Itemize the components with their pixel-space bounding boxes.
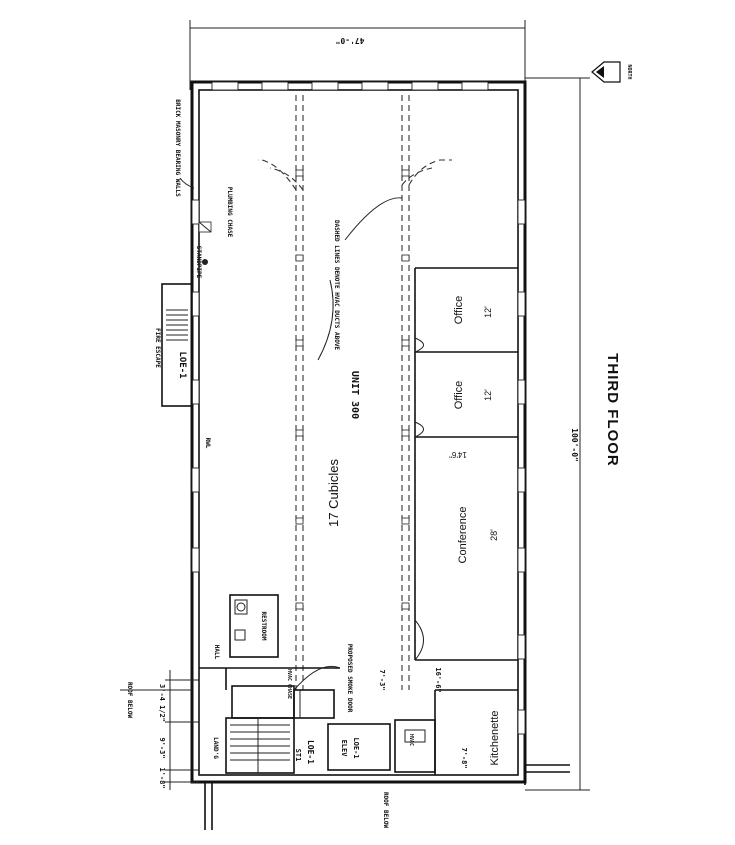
rwl-label: RWL <box>204 438 211 449</box>
hvac-ducts <box>258 95 452 690</box>
overall-length-label: 100'-0" <box>570 428 579 462</box>
kitchenette-dimension: 7'-8" <box>460 747 468 768</box>
unit-label: UNIT 300 <box>349 371 360 419</box>
outer-wall <box>190 80 527 784</box>
inner-wall <box>198 89 519 776</box>
office-1-label: Office <box>453 296 465 325</box>
stair-label: ST1 <box>294 749 302 762</box>
restroom: RESTROOM <box>229 594 279 658</box>
smoke-door-note: PROPOSED SMOKE DOOR <box>346 644 353 713</box>
dim-9-3: 9'-3" <box>158 737 166 758</box>
stair-code: LOE-1 <box>306 740 315 764</box>
right-windows <box>517 199 526 735</box>
floor-title: THIRD FLOOR <box>604 353 621 467</box>
standpipe-note: STANDPIPE <box>195 246 202 279</box>
hvac-chase-label: HVAC CHASE <box>286 669 292 699</box>
cubicles-label: 17 Cubicles <box>326 459 341 527</box>
ducts-note: DASHED LINES DENOTE HVAC DUCTS ABOVE <box>333 220 340 350</box>
conference-label: Conference <box>457 507 469 564</box>
restroom-label: RESTROOM <box>260 612 267 641</box>
dim-7-3: 7'-3" <box>378 669 386 690</box>
dim-3-4: 3'-4 1/2" <box>158 684 166 722</box>
corridor-dimension: 14'6" <box>449 450 467 459</box>
fire-escape-code: LOE-1 <box>177 351 187 378</box>
elevator-label: ELEV <box>340 740 348 758</box>
fire-escape: FIRE ESCAPE LOE-1 <box>154 283 193 407</box>
kitchenette-label: Kitchenette <box>489 710 501 765</box>
overall-width-dimension: 47'-0" <box>189 20 526 90</box>
stair: ST1 LOE-1 <box>225 717 315 774</box>
elevator-code: LOE-1 <box>352 737 360 758</box>
core-walls <box>199 665 436 773</box>
north-arrow-icon: NORTH <box>591 61 632 83</box>
exterior-roof-lines <box>120 689 570 830</box>
office-2-dimension: 12' <box>483 389 493 401</box>
hall-label: HALL <box>213 645 220 660</box>
kitchenette: Kitchenette 7'-8" <box>434 689 518 775</box>
roof-below-note-1: ROOF BELOW <box>126 682 133 719</box>
landing-label: LAND'G <box>212 737 219 759</box>
office-2-label: Office <box>453 381 465 410</box>
conference-dimension: 28' <box>489 529 499 541</box>
fire-escape-label: FIRE ESCAPE <box>154 328 161 368</box>
office-partitions <box>414 267 518 661</box>
plumbing-chase: PLUMBING CHASE <box>198 187 233 238</box>
brick-walls-note: BRICK MASONRY BEARING WALLS <box>174 99 181 197</box>
hvac-chase-2-label: HVAC <box>408 734 414 746</box>
dim-1-8: 1'-8" <box>158 767 166 788</box>
top-windows <box>211 81 489 91</box>
overall-length-dimension: 100'-0" <box>525 77 590 791</box>
north-label: NORTH <box>626 64 632 79</box>
overall-width-label: 47'-0" <box>336 36 365 45</box>
plumbing-chase-note: PLUMBING CHASE <box>226 187 233 238</box>
roof-below-note-2: ROOF BELOW <box>382 792 389 829</box>
office-1-dimension: 12' <box>483 306 493 318</box>
dim-16-6: 16'-6" <box>434 667 442 692</box>
standpipe: STANDPIPE <box>195 246 208 279</box>
